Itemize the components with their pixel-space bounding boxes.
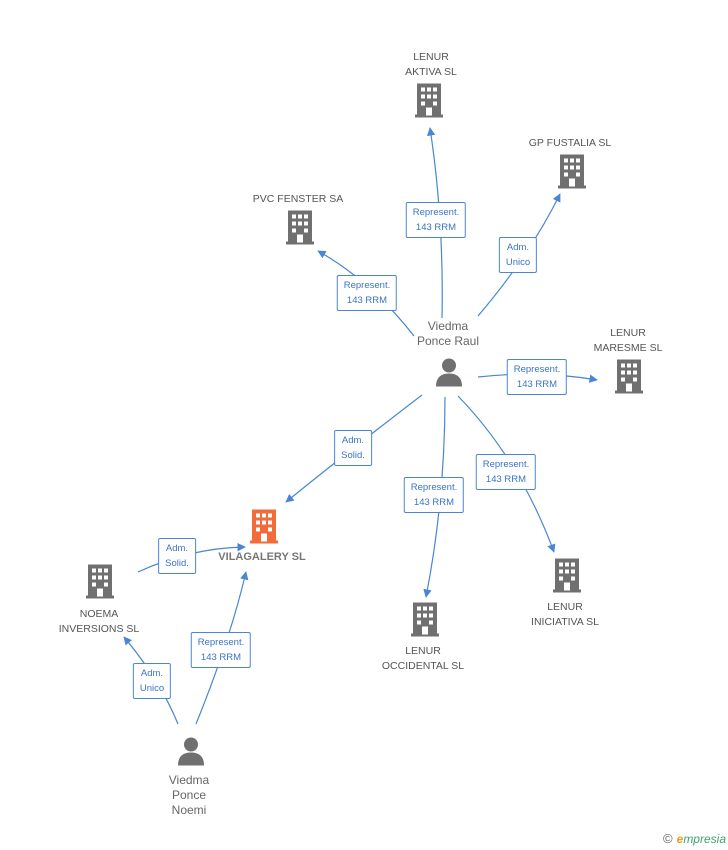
label-line: Solid. (341, 450, 365, 461)
footer-brand: ©empresia (663, 831, 726, 846)
label-line: PVC FENSTER SA (252, 193, 344, 205)
label-line: Represent. (197, 637, 245, 648)
relation-label-raul-aktiva[interactable]: Represent. 143 RRM (405, 202, 467, 238)
label-line: Unico (505, 257, 531, 268)
person-label-noemi[interactable]: Viedma Ponce Noemi (169, 773, 209, 818)
label-line: LENUR (610, 327, 646, 339)
relation-label-raul-maresme[interactable]: Represent. 143 RRM (506, 359, 568, 395)
building-icon-lenur-maresme[interactable] (615, 359, 643, 399)
label-line: Represent. (412, 207, 460, 218)
relation-label-noema-vilagalery[interactable]: Adm. Solid. (158, 538, 196, 574)
brand-text: mpresia (683, 832, 726, 846)
label-line: 143 RRM (516, 379, 558, 390)
label-line: GP FUSTALIA SL (528, 137, 612, 149)
label-line: Ponce (171, 788, 207, 802)
label-line: 143 RRM (485, 474, 527, 485)
label-line: Represent. (410, 482, 458, 493)
relation-label-raul-fustalia[interactable]: Adm. Unico (498, 237, 538, 273)
label-line: Solid. (165, 558, 189, 569)
building-icon-lenur-occidental[interactable] (411, 602, 439, 642)
label-line: AKTIVA SL (405, 66, 457, 78)
label-line: Represent. (343, 280, 391, 291)
building-icon-vilagalery[interactable] (250, 509, 278, 549)
building-icon-noema[interactable] (86, 564, 114, 604)
building-icon-gp-fustalia[interactable] (558, 154, 586, 194)
label-line: Ponce Raul (416, 334, 480, 348)
building-icon-pvc-fenster[interactable] (286, 210, 314, 250)
label-line: 143 RRM (346, 295, 388, 306)
building-icon-lenur-iniciativa[interactable] (553, 558, 581, 598)
label-line: INICIATIVA SL (531, 616, 599, 628)
company-label-lenur-iniciativa[interactable]: LENUR INICIATIVA SL (531, 600, 599, 630)
label-line: MARESME SL (593, 342, 663, 354)
company-label-gp-fustalia[interactable]: GP FUSTALIA SL (529, 136, 611, 151)
company-label-pvc-fenster[interactable]: PVC FENSTER SA (253, 192, 343, 207)
company-label-lenur-aktiva[interactable]: LENUR AKTIVA SL (405, 50, 457, 80)
label-line: LENUR (405, 645, 441, 657)
label-line: 143 RRM (413, 497, 455, 508)
label-line: Adm. (506, 242, 530, 253)
label-line: OCCIDENTAL SL (381, 660, 465, 672)
label-line: Viedma (168, 773, 210, 787)
relation-label-raul-occidental[interactable]: Represent. 143 RRM (403, 477, 465, 513)
label-line: Adm. (165, 543, 189, 554)
copyright-icon: © (663, 831, 673, 846)
brand-initial: e (676, 832, 684, 846)
company-label-noema[interactable]: NOEMA INVERSIONS SL (59, 607, 140, 637)
label-line: Adm. (140, 668, 164, 679)
company-label-lenur-occidental[interactable]: LENUR OCCIDENTAL SL (382, 644, 464, 674)
relation-label-noemi-vilagalery[interactable]: Represent. 143 RRM (190, 632, 252, 668)
brand-logo: empresia (677, 832, 726, 846)
label-line: Unico (139, 683, 165, 694)
label-line: NOEMA (79, 608, 119, 620)
relation-label-raul-iniciativa[interactable]: Represent. 143 RRM (475, 454, 537, 490)
label-line: LENUR (413, 51, 449, 63)
relation-label-noemi-noema[interactable]: Adm. Unico (132, 663, 172, 699)
label-line: Represent. (513, 364, 561, 375)
label-line: Represent. (482, 459, 530, 470)
relation-label-raul-vilagalery[interactable]: Adm. Solid. (334, 430, 372, 466)
label-line: LENUR (547, 601, 583, 613)
building-icon-lenur-aktiva[interactable] (415, 83, 443, 123)
person-icon-noemi[interactable] (176, 736, 206, 771)
label-line: VILAGALERY SL (218, 551, 306, 563)
relation-label-raul-pvc[interactable]: Represent. 143 RRM (336, 275, 398, 311)
person-icon-raul[interactable] (434, 357, 464, 392)
label-line: Viedma (427, 319, 469, 333)
label-line: 143 RRM (415, 222, 457, 233)
label-line: Adm. (341, 435, 365, 446)
label-line: 143 RRM (200, 652, 242, 663)
company-label-lenur-maresme[interactable]: LENUR MARESME SL (594, 326, 663, 356)
label-line: INVERSIONS SL (58, 623, 140, 635)
person-label-raul[interactable]: Viedma Ponce Raul (417, 319, 479, 349)
company-label-vilagalery[interactable]: VILAGALERY SL (218, 550, 305, 565)
label-line: Noemi (171, 803, 207, 817)
